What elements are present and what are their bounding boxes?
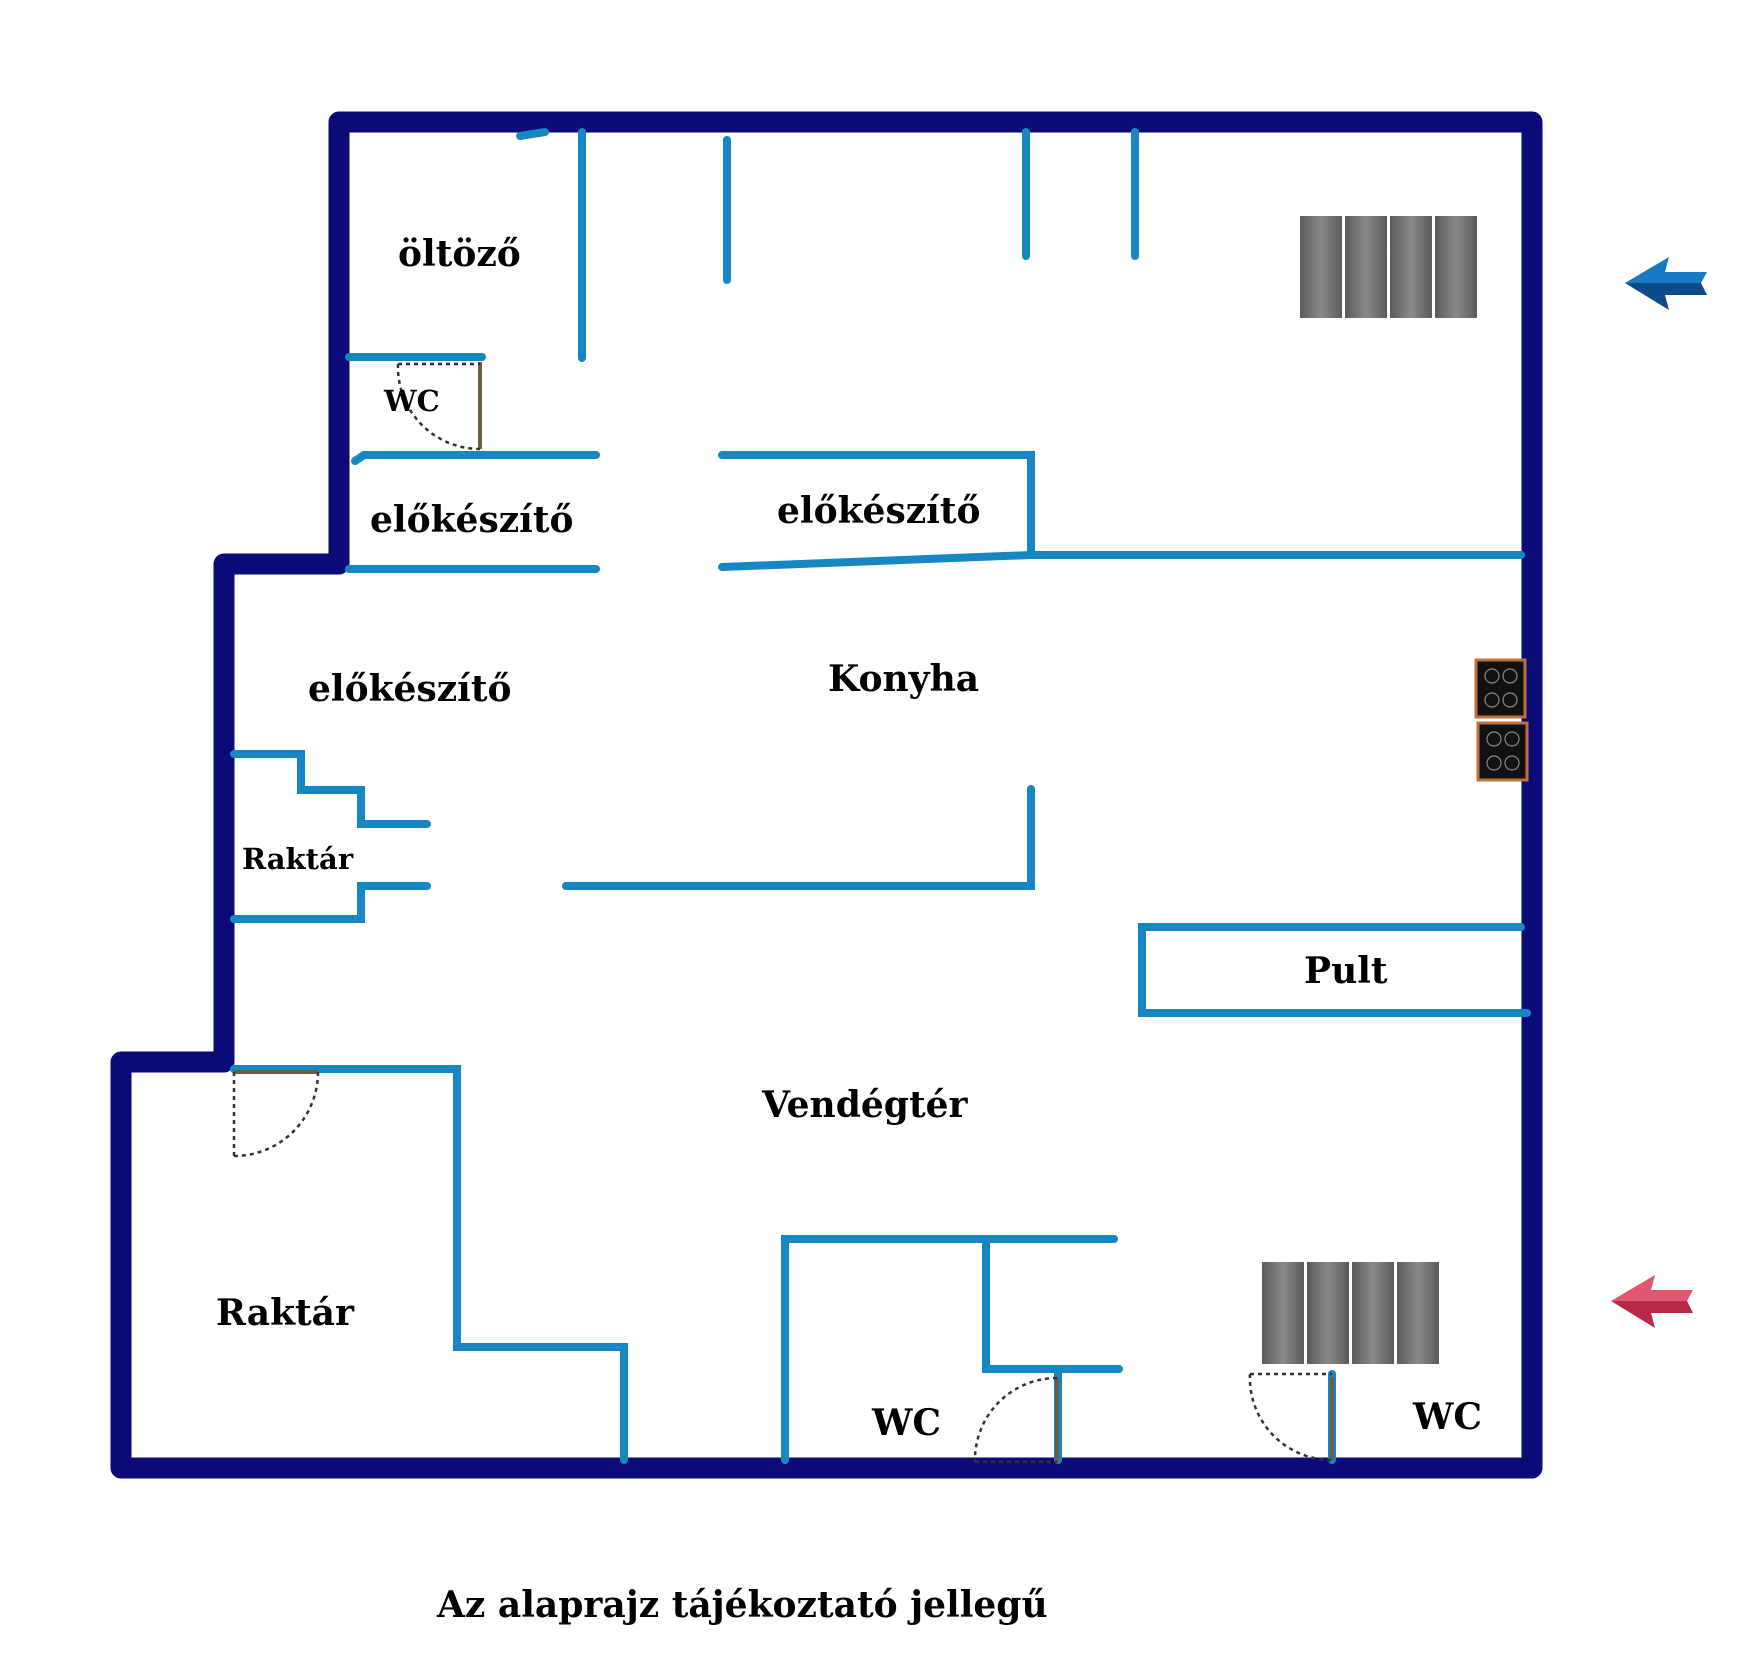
door-storage bbox=[232, 1070, 320, 1158]
room-label-oltozo: öltöző bbox=[398, 233, 521, 275]
room-label-elokeszito-1: előkészítő bbox=[370, 499, 573, 541]
room-label-konyha: Konyha bbox=[828, 658, 979, 700]
plan-note: Az alaprajz tájékoztató jellegű bbox=[436, 1584, 1048, 1626]
room-label-wc-bottom-right: WC bbox=[1412, 1396, 1482, 1438]
outer-wall bbox=[110, 111, 1543, 1479]
stove-icon bbox=[1476, 721, 1529, 782]
door-wc-bottom-right bbox=[1248, 1372, 1334, 1462]
stairs-icon bbox=[1262, 1262, 1439, 1364]
arrow-left-icon bbox=[1625, 257, 1707, 310]
room-label-elokeszito-3: előkészítő bbox=[308, 668, 511, 710]
room-label-wc-bottom-left: WC bbox=[871, 1402, 941, 1444]
door-wc-bottom-left bbox=[973, 1376, 1059, 1464]
doors bbox=[232, 362, 1334, 1464]
room-label-raktar-large: Raktár bbox=[216, 1292, 355, 1334]
arrow-left-icon bbox=[1611, 1275, 1693, 1328]
stairs-icon bbox=[1300, 216, 1477, 318]
room-label-elokeszito-2: előkészítő bbox=[777, 490, 980, 532]
room-label-pult: Pult bbox=[1304, 950, 1388, 992]
room-label-vendegter: Vendégtér bbox=[761, 1084, 968, 1126]
inner-walls bbox=[230, 128, 1531, 1464]
room-label-wc-top: WC bbox=[383, 384, 440, 418]
stove-icon bbox=[1474, 658, 1527, 719]
room-label-raktar-small: Raktár bbox=[242, 842, 354, 876]
door-wc-top bbox=[396, 362, 482, 451]
